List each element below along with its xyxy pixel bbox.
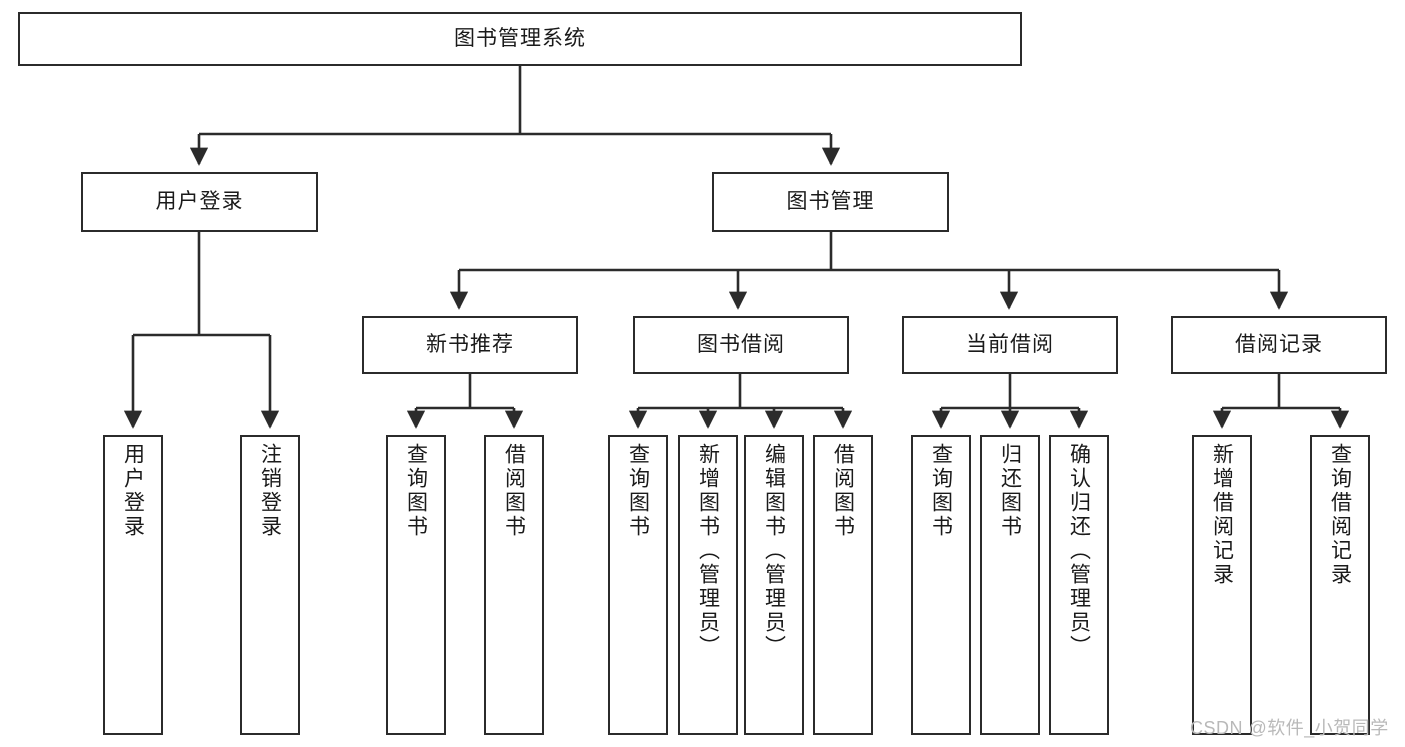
node-leaf-add-book-label: 新增图书（管理员） xyxy=(696,443,720,659)
node-leaf-borrow-book-2[interactable]: 借阅图书 xyxy=(813,435,873,735)
node-user-login-label: 用户登录 xyxy=(155,189,244,213)
node-borrow-record[interactable]: 借阅记录 xyxy=(1171,316,1387,374)
node-leaf-user-login-label: 用户登录 xyxy=(121,443,145,539)
node-book-borrow[interactable]: 图书借阅 xyxy=(633,316,849,374)
node-leaf-query-book-2[interactable]: 查询图书 xyxy=(608,435,668,735)
node-leaf-confirm-return[interactable]: 确认归还（管理员） xyxy=(1049,435,1109,735)
node-leaf-logout-login[interactable]: 注销登录 xyxy=(240,435,300,735)
node-root[interactable]: 图书管理系统 xyxy=(18,12,1022,66)
node-current-borrow[interactable]: 当前借阅 xyxy=(902,316,1118,374)
node-leaf-query-record[interactable]: 查询借阅记录 xyxy=(1310,435,1370,735)
node-leaf-confirm-return-label: 确认归还（管理员） xyxy=(1067,443,1091,659)
node-book-borrow-label: 图书借阅 xyxy=(697,332,785,356)
node-leaf-add-record[interactable]: 新增借阅记录 xyxy=(1192,435,1252,735)
node-leaf-query-book-1[interactable]: 查询图书 xyxy=(386,435,446,735)
node-leaf-query-record-label: 查询借阅记录 xyxy=(1328,443,1352,587)
node-book-management[interactable]: 图书管理 xyxy=(712,172,949,232)
node-leaf-edit-book[interactable]: 编辑图书（管理员） xyxy=(744,435,804,735)
node-leaf-user-login[interactable]: 用户登录 xyxy=(103,435,163,735)
node-book-management-label: 图书管理 xyxy=(786,189,875,213)
node-leaf-query-book-3[interactable]: 查询图书 xyxy=(911,435,971,735)
node-leaf-query-book-2-label: 查询图书 xyxy=(626,443,650,539)
node-leaf-borrow-book-1-label: 借阅图书 xyxy=(502,443,526,539)
node-leaf-query-book-1-label: 查询图书 xyxy=(404,443,428,539)
node-new-book-recommend[interactable]: 新书推荐 xyxy=(362,316,578,374)
node-leaf-return-book-label: 归还图书 xyxy=(998,443,1022,539)
node-new-book-recommend-label: 新书推荐 xyxy=(426,332,514,356)
node-leaf-logout-login-label: 注销登录 xyxy=(258,443,282,539)
node-borrow-record-label: 借阅记录 xyxy=(1235,332,1323,356)
node-leaf-edit-book-label: 编辑图书（管理员） xyxy=(762,443,786,659)
node-user-login[interactable]: 用户登录 xyxy=(81,172,318,232)
node-leaf-borrow-book-1[interactable]: 借阅图书 xyxy=(484,435,544,735)
node-leaf-borrow-book-2-label: 借阅图书 xyxy=(831,443,855,539)
node-leaf-add-record-label: 新增借阅记录 xyxy=(1210,443,1234,587)
node-leaf-return-book[interactable]: 归还图书 xyxy=(980,435,1040,735)
node-leaf-query-book-3-label: 查询图书 xyxy=(929,443,953,539)
node-leaf-add-book[interactable]: 新增图书（管理员） xyxy=(678,435,738,735)
node-current-borrow-label: 当前借阅 xyxy=(966,332,1054,356)
node-root-label: 图书管理系统 xyxy=(454,26,586,50)
